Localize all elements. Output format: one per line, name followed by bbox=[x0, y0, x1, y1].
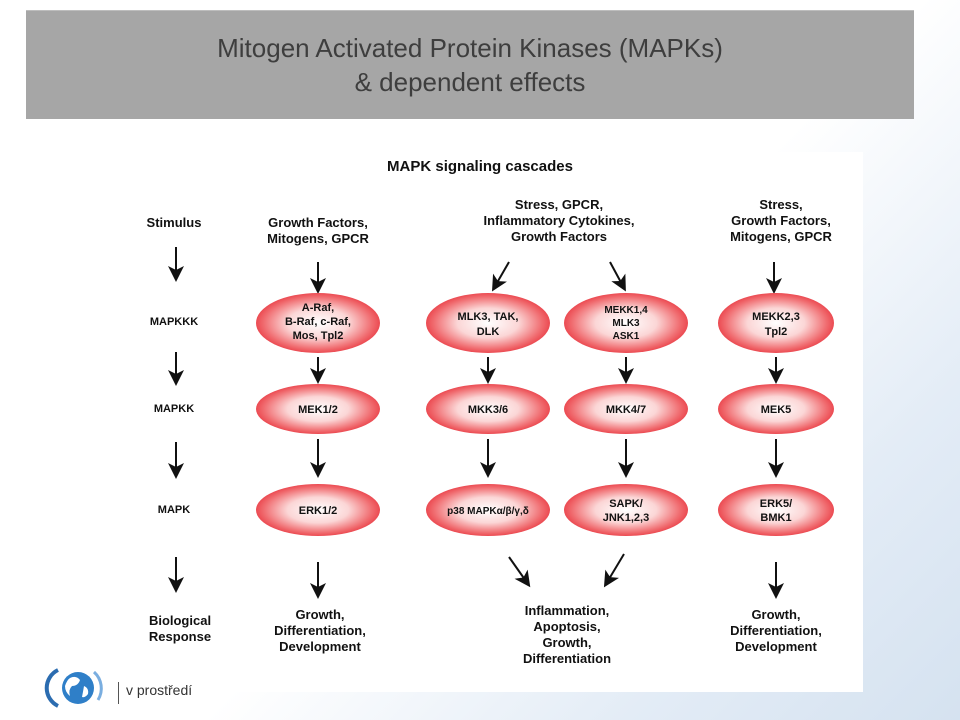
col4-stimulus-3: Mitogens, GPCR bbox=[730, 229, 832, 244]
col1-stimulus-2: Mitogens, GPCR bbox=[267, 231, 369, 246]
level-mapkkk: MAPKKK bbox=[150, 316, 198, 328]
col23-response-4: Differentiation bbox=[523, 651, 611, 666]
footer-separator bbox=[118, 682, 119, 704]
col23-stimulus-3: Growth Factors bbox=[511, 229, 607, 244]
title-bar: Mitogen Activated Protein Kinases (MAPKs… bbox=[26, 10, 914, 119]
col4-mapkk: MEK5 bbox=[761, 404, 792, 416]
col4-mapkk-oval bbox=[718, 384, 834, 434]
col1-response-2: Differentiation, bbox=[274, 623, 366, 638]
col3-mapkkk-oval bbox=[564, 293, 688, 353]
col2-arrow-1 bbox=[492, 261, 510, 292]
col2-mapk: p38 MAPKα/β/γ,δ bbox=[447, 506, 529, 517]
col4-mapk-2: BMK1 bbox=[760, 512, 791, 524]
level-mapk: MAPK bbox=[158, 504, 190, 516]
col1-mapkk-oval bbox=[256, 384, 380, 434]
col2-mapkk-oval bbox=[426, 384, 550, 434]
col1-stimulus-1: Growth Factors, bbox=[268, 215, 368, 230]
col1-mapkk: MEK1/2 bbox=[298, 404, 338, 416]
col1-response-3: Development bbox=[279, 639, 361, 654]
col23-response-1: Inflammation, bbox=[525, 603, 610, 618]
col1-mapk: ERK1/2 bbox=[299, 505, 338, 517]
col1-mapkkk-1: A-Raf, bbox=[302, 302, 334, 314]
col3-mapk-1: SAPK/ bbox=[609, 498, 643, 510]
col2-mapkkk-2: DLK bbox=[477, 326, 500, 338]
col23-stimulus-1: Stress, GPCR, bbox=[515, 197, 603, 212]
col1-mapk-oval bbox=[256, 484, 380, 536]
col4-mapkkk-1: MEKK2,3 bbox=[752, 311, 800, 323]
col4-mapk-1: ERK5/ bbox=[760, 498, 792, 510]
col1-response-1: Growth, bbox=[295, 607, 344, 622]
level-response-2: Response bbox=[149, 629, 211, 644]
col23-response-3: Growth, bbox=[542, 635, 591, 650]
footer-text: v prostředí bbox=[126, 682, 193, 698]
col4-mapkkk-oval bbox=[718, 293, 834, 353]
col3-mapkkk-2: MLK3 bbox=[612, 318, 640, 329]
col3-arrow-4 bbox=[603, 553, 625, 588]
mapk-diagram-panel: MAPK signaling cascades Stimulus MAPKKK … bbox=[96, 152, 863, 692]
col3-mapkk: MKK4/7 bbox=[606, 404, 646, 416]
col1-mapkkk-oval bbox=[256, 293, 380, 353]
col3-mapk-oval bbox=[564, 484, 688, 536]
level-mapkk: MAPKK bbox=[154, 403, 194, 415]
level-response-1: Biological bbox=[149, 613, 211, 628]
title-line-1: Mitogen Activated Protein Kinases (MAPKs… bbox=[217, 33, 723, 63]
col3-mapkk-oval bbox=[564, 384, 688, 434]
col4-mapk-oval bbox=[718, 484, 834, 536]
col3-arrow-1 bbox=[609, 261, 626, 292]
col3-mapkkk-1: MEKK1,4 bbox=[604, 305, 648, 316]
col1-mapkkk-2: B-Raf, c-Raf, bbox=[285, 316, 351, 328]
diagram-heading: MAPK signaling cascades bbox=[387, 158, 573, 175]
col2-mapk-oval bbox=[426, 484, 550, 536]
col4-response-2: Differentiation, bbox=[730, 623, 822, 638]
col4-stimulus-1: Stress, bbox=[759, 197, 802, 212]
title-line-2: & dependent effects bbox=[354, 67, 586, 97]
level-stimulus: Stimulus bbox=[147, 215, 202, 230]
mapk-diagram: MAPK signaling cascades Stimulus MAPKKK … bbox=[147, 158, 834, 666]
col2-mapkkk-oval bbox=[426, 293, 550, 353]
col4-response-3: Development bbox=[735, 639, 817, 654]
col1-mapkkk-3: Mos, Tpl2 bbox=[293, 330, 344, 342]
col4-mapkkk-2: Tpl2 bbox=[765, 326, 788, 338]
col3-mapkkk-3: ASK1 bbox=[613, 331, 640, 342]
col2-mapkk: MKK3/6 bbox=[468, 404, 508, 416]
col4-response-1: Growth, bbox=[751, 607, 800, 622]
col3-mapk-2: JNK1,2,3 bbox=[603, 512, 649, 524]
col2-arrow-4 bbox=[508, 556, 531, 588]
col23-stimulus-2: Inflammatory Cytokines, bbox=[484, 213, 635, 228]
col4-stimulus-2: Growth Factors, bbox=[731, 213, 831, 228]
col2-mapkkk-1: MLK3, TAK, bbox=[458, 311, 519, 323]
globe-logo-icon bbox=[44, 668, 103, 708]
col23-response-2: Apoptosis, bbox=[533, 619, 600, 634]
